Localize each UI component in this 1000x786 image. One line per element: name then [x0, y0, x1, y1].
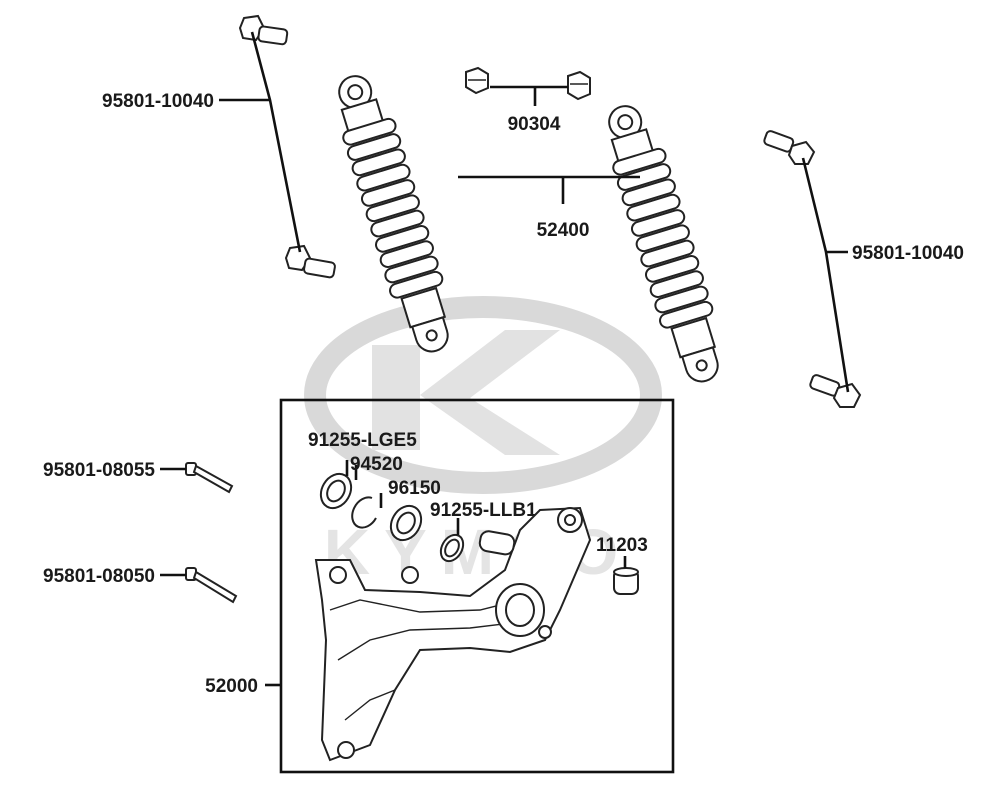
leader-line [801, 157, 850, 393]
shock-absorber-left [338, 75, 449, 353]
bolt-icon [238, 14, 289, 46]
part-label-91255-llb1: 91255-LLB1 [430, 500, 537, 521]
cap-nut-icon [465, 66, 489, 95]
leader-line [250, 31, 302, 253]
part-label-96150: 96150 [388, 478, 441, 499]
part-label-95801-10040-right: 95801-10040 [852, 243, 964, 264]
cap-nut-group: 90304 [465, 66, 591, 135]
swing-arm-assembly-box: 52000 [205, 398, 675, 774]
bolt-icon [809, 374, 862, 408]
shock-absorber-right [608, 105, 719, 383]
part-label-95801-08050: 95801-08050 [43, 566, 155, 587]
kymco-watermark: KYMCO [304, 296, 662, 588]
oil-seal-icon: 91255-LLB1 [430, 500, 537, 563]
bolt-08050-group: 95801-08050 [43, 566, 238, 604]
long-bolt-icon [185, 567, 238, 604]
bolt-right-group: 95801-10040 [763, 130, 964, 408]
part-label-95801-10040: 95801-10040 [102, 91, 214, 112]
kymco-logo-icon [304, 296, 662, 494]
bushing-icon: 11203 [596, 535, 648, 595]
circlip-icon: 94520 [350, 454, 403, 529]
bolt-upper-left-group: 95801-10040 [102, 14, 336, 279]
long-bolt-icon [185, 462, 234, 494]
oil-seal-icon: 91255-LGE5 [308, 430, 417, 510]
bearing-icon: 96150 [379, 478, 441, 542]
bolt-icon [763, 130, 816, 165]
bolt-08055-group: 95801-08055 [43, 460, 234, 494]
part-label-52000: 52000 [205, 676, 258, 697]
part-label-52400: 52400 [537, 220, 590, 241]
part-label-90304: 90304 [508, 114, 561, 135]
shock-absorber-label-group: 52400 [458, 175, 640, 241]
cap-nut-icon [567, 70, 591, 101]
part-label-94520: 94520 [350, 454, 403, 475]
bolt-icon [284, 244, 336, 279]
part-label-95801-08055: 95801-08055 [43, 460, 155, 481]
swing-arm-icon [314, 506, 592, 762]
part-label-91255-lge5: 91255-LGE5 [308, 430, 417, 451]
part-label-11203: 11203 [596, 535, 648, 556]
